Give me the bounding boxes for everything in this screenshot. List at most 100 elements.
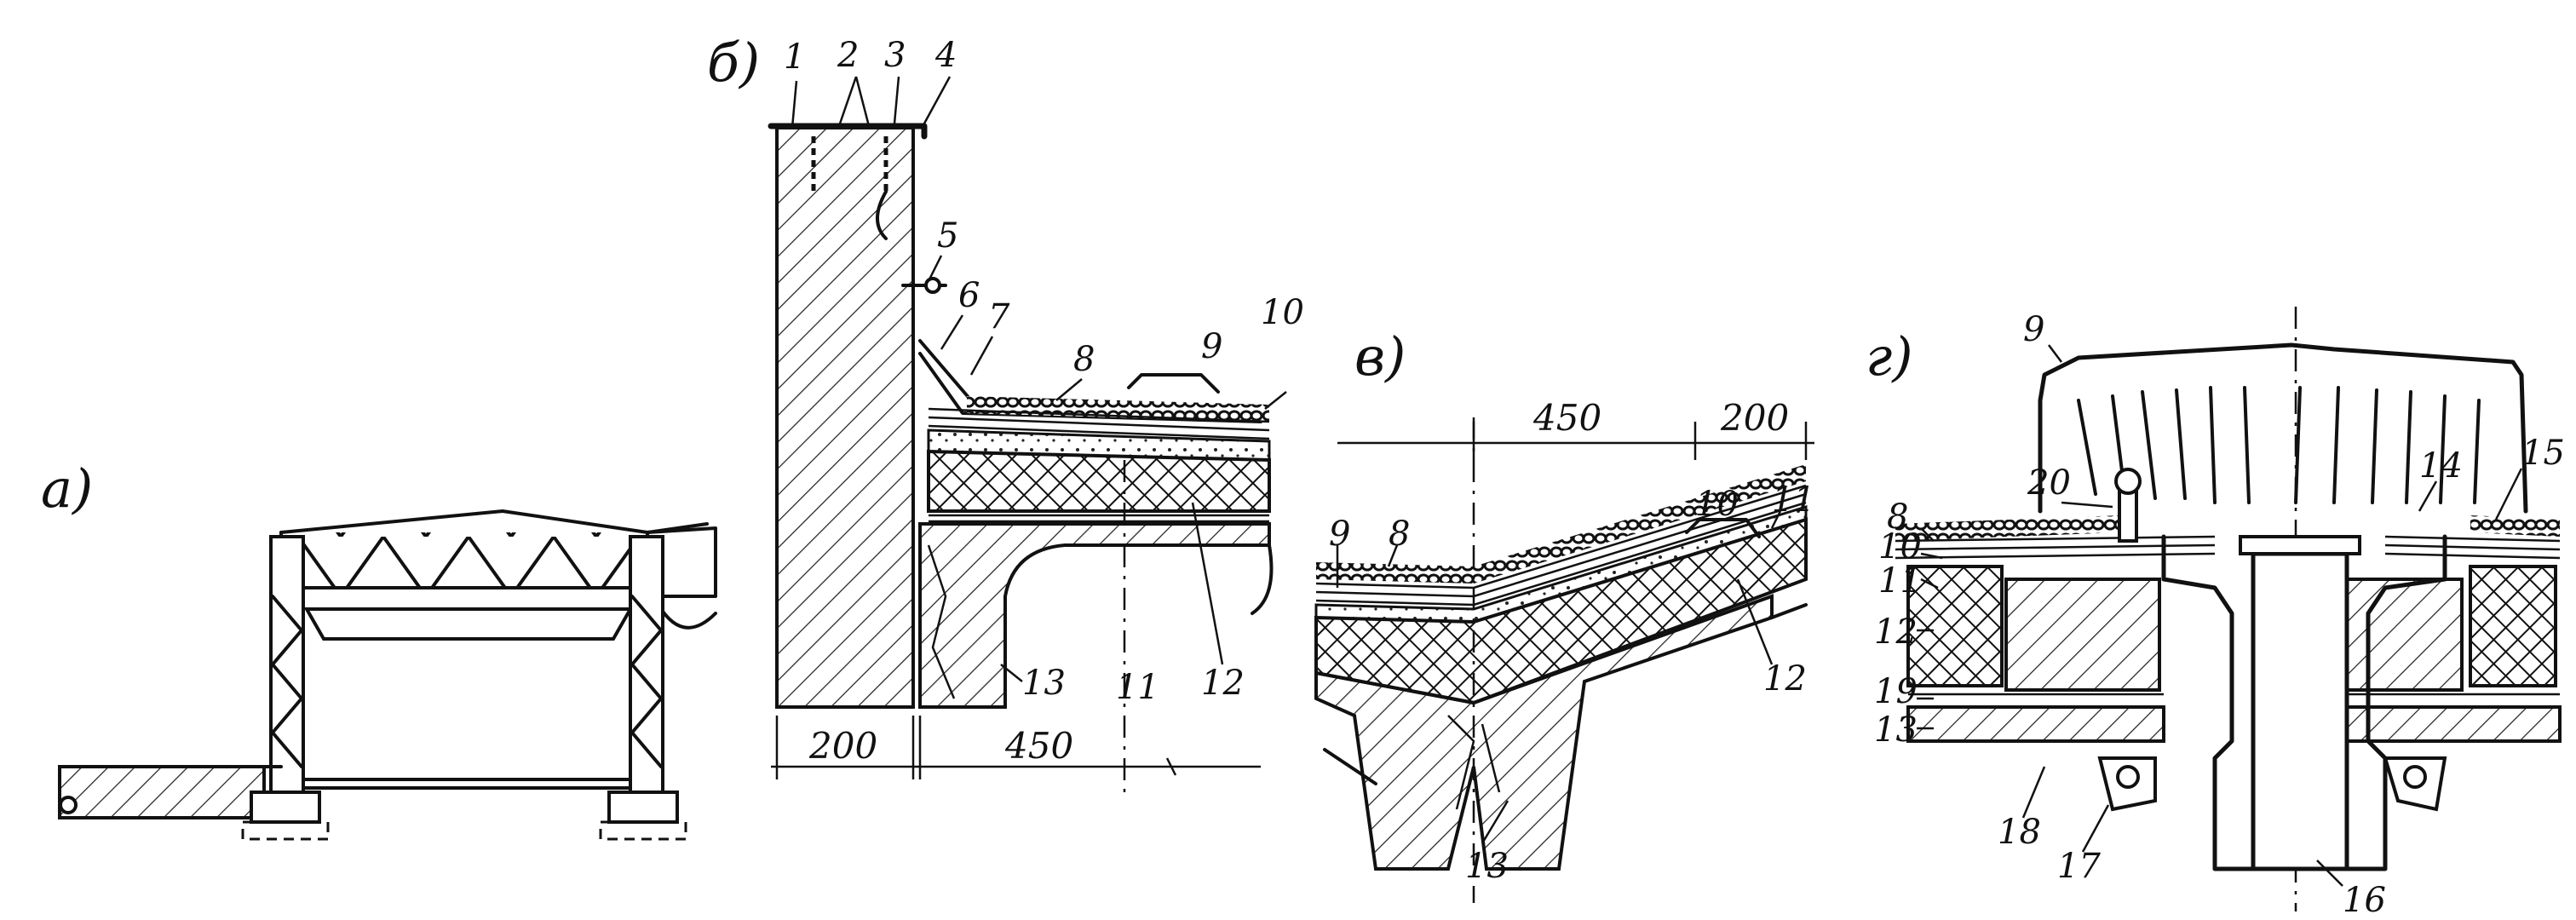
flashing-7 [918,352,1262,423]
floor-line [302,778,632,790]
gravel-g-left [1895,515,2121,541]
gravel-layer-v [1316,464,1806,584]
dimension-ticks [775,716,922,779]
column-right [629,535,664,794]
clamp-head [2114,468,2142,495]
callout-1: 1 [784,37,805,77]
parapet-wall [775,126,915,709]
parapet-anchors [811,136,888,192]
callout-8: 8 [1073,340,1095,379]
panel-b: б) [707,32,1304,801]
vapour-barrier [929,514,1269,523]
callout-8-v: 8 [1389,515,1410,554]
panel-a-label: а) [41,457,93,520]
leaders-bottom [1000,502,1224,682]
dimension-200: 200 [808,725,877,767]
callout-8-g: 8 [1887,497,1908,537]
panel-v-label: в) [1354,325,1406,388]
insulation-g-left [1906,565,2004,687]
insulation-layer [927,449,1271,513]
panel-g-label: г) [1866,325,1913,388]
callout-19-g: 19 [1874,672,1918,711]
drain-filler-left [2004,578,2161,692]
parapet-cap [768,123,928,140]
callout-13: 13 [1022,664,1066,703]
drain-funnel-left [2161,534,2260,871]
drain-cap [2038,342,2528,514]
adjacent-span-edge [654,599,717,630]
callout-13-g: 13 [1874,710,1918,750]
leaders-v [1336,510,1782,844]
callout-14-g: 14 [2419,446,2463,486]
panel-b-label: б) [707,32,760,94]
slab-edges-v [1323,603,1808,785]
adjacent-span [646,526,717,598]
leaders-layers [940,314,1287,410]
leaders-g-bottom [2021,766,2343,887]
callout-5: 5 [937,216,958,256]
slab-cracks-v [1447,715,1501,810]
dimension-200-v: 200 [1720,397,1789,439]
callout-10-g: 10 [1878,527,1922,566]
anchor-hook [876,190,888,240]
roof-slab [918,522,1271,709]
callout-12-v: 12 [1763,659,1807,699]
slab-anchor [59,796,78,814]
dim-tick [1165,757,1177,776]
bracket-bolt-left [2116,765,2140,789]
footing-right [607,791,679,824]
callout-9: 9 [1201,327,1222,366]
dimension-450-v: 450 [1532,397,1601,439]
truss-top-chord [279,509,709,534]
drain-filler-right [2332,578,2464,692]
callout-9-v: 10 [1695,485,1739,524]
column-left [269,535,305,794]
callout-9-g: 9 [2023,310,2044,349]
leaders-g-left [1917,527,1943,730]
drain-grate [2077,386,2481,504]
footing-right-outline [599,820,687,841]
callout-12-g: 12 [1874,612,1918,652]
panel-v: в) 9 8 10 11 12 13 450 200 [1314,325,1815,903]
panel-g: г) [1866,307,2565,920]
gravel-g-right [2470,515,2560,537]
membrane-layers-g [1895,535,2561,560]
valley-slab [1314,594,1774,871]
panel-a: а) [41,457,717,841]
gravel-layer [967,396,1269,422]
slab-crack [927,544,956,699]
callout-20-g: 20 [2027,463,2071,503]
truss-web [290,532,647,588]
footing-left [250,791,321,824]
callout-13-v: 13 [1465,847,1509,886]
callout-11: 11 [1116,668,1159,707]
drain-pipe [2251,551,2349,871]
callout-11-g: 11 [1878,561,1922,601]
roof-slab-g-left [1906,705,2165,743]
callout-2: 2 [837,36,859,75]
slab-break [1251,543,1274,615]
dimension-450: 450 [1004,725,1073,767]
callout-17-g: 17 [2057,847,2101,886]
callout-6: 6 [958,276,980,315]
callout-bracket-9-v [1685,518,1761,538]
membrane-layers [928,407,1270,440]
leaders-top [791,76,952,129]
callout-3: 3 [884,36,906,75]
leaders-g-top [2048,344,2523,520]
insulation-g-right [2469,565,2557,687]
drain-funnel-right [2332,534,2447,871]
fastener-head [924,277,941,294]
callout-4: 4 [934,36,957,75]
callout-10-v: 11 [1772,480,1815,520]
callout-bracket-9 [1127,373,1220,394]
drain-collar [2239,535,2361,555]
footing-left-outline [241,820,330,841]
callout-16-g: 16 [2343,881,2386,920]
callout-15-g: 15 [2521,434,2565,473]
leader-5 [927,255,943,282]
foundation-slab [58,765,266,819]
column-right-lattice [630,595,663,768]
callout-7: 7 [988,297,1010,336]
